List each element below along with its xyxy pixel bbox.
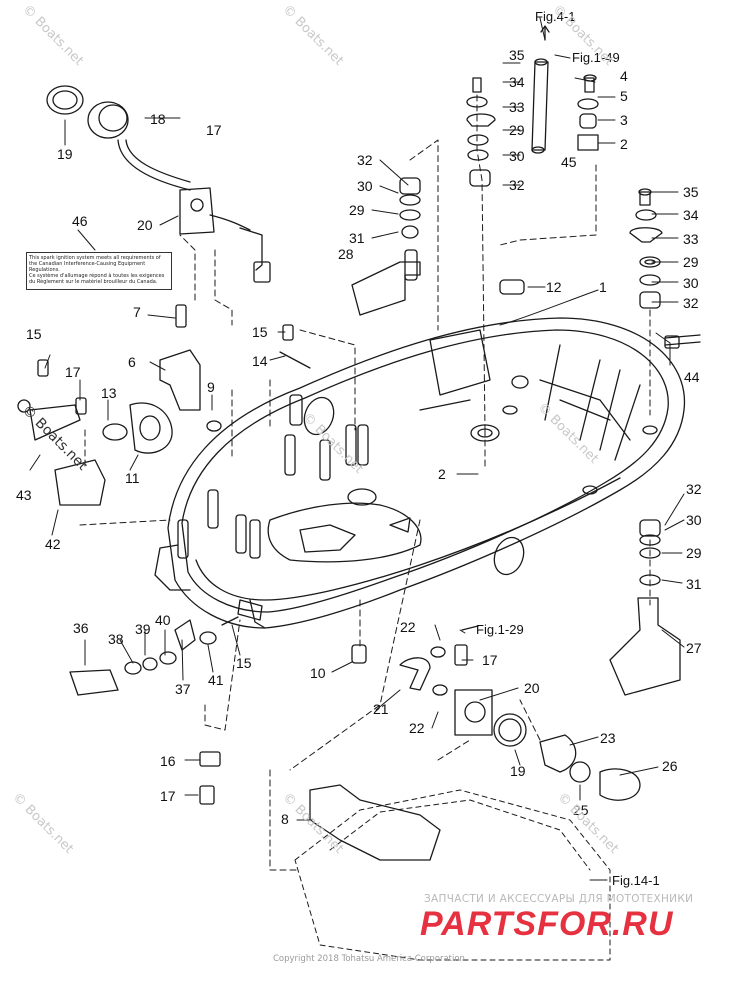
- notice-line: Ce système d'allumage répond à toutes le…: [29, 273, 165, 279]
- callout-33-center: 33: [509, 99, 525, 115]
- callout-10: 10: [310, 665, 326, 681]
- callout-26: 26: [662, 758, 678, 774]
- callout-42: 42: [45, 536, 61, 552]
- notice-line: the Canadian Interference-Causing Equipm…: [29, 261, 146, 273]
- callout-27: 27: [686, 640, 702, 656]
- notice-line: du Règlement sur le matériel brouilleur …: [29, 279, 158, 285]
- callout-15-left: 15: [26, 326, 42, 342]
- callout-34-center: 34: [509, 74, 525, 90]
- figure-ref-fig4-1: Fig.4-1: [535, 9, 576, 24]
- callout-5: 5: [620, 88, 628, 104]
- callout-19-top: 19: [57, 146, 73, 162]
- callout-8: 8: [281, 811, 289, 827]
- figure-ref-fig14-1: Fig.14-1: [612, 873, 660, 888]
- callout-32-center: 32: [509, 177, 525, 193]
- callout-44: 44: [684, 369, 700, 385]
- callout-30-lower: 30: [686, 512, 702, 528]
- callout-39: 39: [135, 621, 151, 637]
- callout-14: 14: [252, 353, 268, 369]
- callout-22-lower: 22: [409, 720, 425, 736]
- callout-20-lower: 20: [524, 680, 540, 696]
- callout-22-top: 22: [400, 619, 416, 635]
- callout-17-top: 17: [206, 122, 222, 138]
- callout-29-center: 29: [509, 122, 525, 138]
- callout-1: 1: [599, 279, 607, 295]
- callout-45: 45: [561, 154, 577, 170]
- callout-28: 28: [338, 246, 354, 262]
- callout-4: 4: [620, 68, 628, 84]
- callout-15-lower: 15: [236, 655, 252, 671]
- callout-15-center: 15: [252, 324, 268, 340]
- copyright-text: Copyright 2018 Tohatsu America Corporati…: [273, 954, 465, 964]
- callout-25: 25: [573, 802, 589, 818]
- callout-30-center: 30: [509, 148, 525, 164]
- callout-17-left: 17: [65, 364, 81, 380]
- callout-11: 11: [125, 470, 140, 486]
- callout-34-right: 34: [683, 207, 699, 223]
- callout-31-left: 31: [349, 230, 365, 246]
- callout-29-left: 29: [349, 202, 365, 218]
- callout-2-bottom: 2: [438, 466, 446, 482]
- callout-35-right: 35: [683, 184, 699, 200]
- callout-23: 23: [600, 730, 616, 746]
- callout-6: 6: [128, 354, 136, 370]
- callout-21: 21: [373, 701, 389, 717]
- copyright-circle-icon: [17, 399, 31, 413]
- callout-46: 46: [72, 213, 88, 229]
- callout-18: 18: [150, 111, 166, 127]
- callout-30-left: 30: [357, 178, 373, 194]
- callout-29-lower: 29: [686, 545, 702, 561]
- callout-12: 12: [546, 279, 562, 295]
- notice-line: This spark ignition system meets all req…: [29, 255, 161, 261]
- promo-text: ЗАПЧАСТИ И АКСЕССУАРЫ ДЛЯ МОТОТЕХНИКИ: [424, 893, 694, 905]
- callout-40: 40: [155, 612, 171, 628]
- callout-20-top: 20: [137, 217, 153, 233]
- callout-2-top: 2: [620, 136, 628, 152]
- callout-33-right: 33: [683, 231, 699, 247]
- callout-38: 38: [108, 631, 124, 647]
- callout-36: 36: [73, 620, 89, 636]
- hardware-parts: [29, 25, 701, 961]
- callout-31-lower: 31: [686, 576, 702, 592]
- figure-ref-fig1-29: Fig.1-29: [476, 622, 524, 637]
- figure-ref-fig1-49: Fig.1-49: [572, 50, 620, 65]
- callout-13: 13: [101, 385, 117, 401]
- callout-16: 16: [160, 753, 176, 769]
- callout-17-right: 17: [482, 652, 498, 668]
- callout-30-right: 30: [683, 275, 699, 291]
- callout-9: 9: [207, 379, 215, 395]
- callout-17-lower: 17: [160, 788, 176, 804]
- callout-7: 7: [133, 304, 141, 320]
- callout-35-center: 35: [509, 47, 525, 63]
- ignition-notice-label: This spark ignition system meets all req…: [26, 252, 172, 290]
- callout-32-lower: 32: [686, 481, 702, 497]
- callout-32-left: 32: [357, 152, 373, 168]
- callout-37: 37: [175, 681, 191, 697]
- callout-3: 3: [620, 112, 628, 128]
- brand-logo: PARTSFOR.RU: [420, 905, 674, 943]
- callout-29-right: 29: [683, 254, 699, 270]
- bottom-cowling-part: [154, 317, 686, 629]
- callout-19-lower: 19: [510, 763, 526, 779]
- callout-32-right: 32: [683, 295, 699, 311]
- callout-43: 43: [16, 487, 32, 503]
- callout-41: 41: [208, 672, 224, 688]
